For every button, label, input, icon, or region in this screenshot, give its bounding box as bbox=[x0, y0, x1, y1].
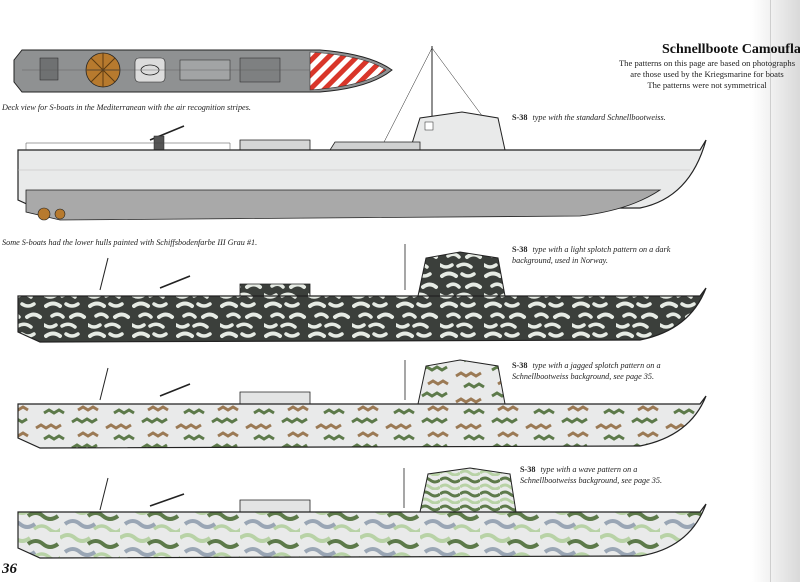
profile-type-label: S-38 bbox=[512, 113, 527, 122]
book-spine-shadow bbox=[752, 0, 800, 582]
profile-jagged-splotch bbox=[17, 359, 707, 449]
intro-line: The patterns on this page are based on p… bbox=[618, 58, 796, 68]
intro-text: The patterns on this page are based on p… bbox=[612, 58, 800, 91]
profile-caption: S-38 type with a jagged splotch pattern … bbox=[512, 361, 663, 381]
profile-caption-line: type with the standard Schnellbootweiss. bbox=[533, 113, 666, 122]
profile-type-label: S-38 bbox=[512, 245, 527, 254]
profile-caption-line: type with a light splotch pattern on a d… bbox=[533, 245, 671, 254]
profile-caption-line: Schnellbootweiss background, see page 35… bbox=[520, 476, 662, 485]
intro-line: are those used by the Kriegsmarine for b… bbox=[630, 69, 784, 79]
profile-norway-splotch bbox=[17, 244, 707, 343]
profile-caption: S-38 type with a wave pattern on a Schne… bbox=[520, 465, 662, 485]
profile-wave-pattern bbox=[17, 467, 707, 559]
page-number: 36 bbox=[2, 561, 17, 577]
profile-caption-line: type with a wave pattern on a bbox=[541, 465, 638, 474]
profile-caption-line: type with a jagged splotch pattern on a bbox=[533, 361, 661, 370]
profile-caption: S-38 type with a light splotch pattern o… bbox=[512, 245, 672, 265]
profile-caption: S-38 type with the standard Schnellbootw… bbox=[512, 113, 666, 122]
profile-standard bbox=[17, 46, 707, 221]
profile-type-label: S-38 bbox=[520, 465, 535, 474]
intro-line: The patterns were not symmetrical bbox=[647, 80, 767, 90]
page-edge-line bbox=[770, 0, 771, 582]
deck-caption: Deck view for S-boats in the Mediterrane… bbox=[1, 103, 251, 112]
page-title: Schnellboote Camouflage bbox=[662, 42, 800, 57]
profile-caption-line: Schnellbootweiss background, see page 35… bbox=[512, 372, 654, 381]
profile-type-label: S-38 bbox=[512, 361, 527, 370]
deck-view bbox=[13, 49, 393, 93]
profile-caption-line: background, used in Norway. bbox=[512, 256, 608, 265]
hull-note: Some S-boats had the lower hulls painted… bbox=[2, 238, 257, 247]
